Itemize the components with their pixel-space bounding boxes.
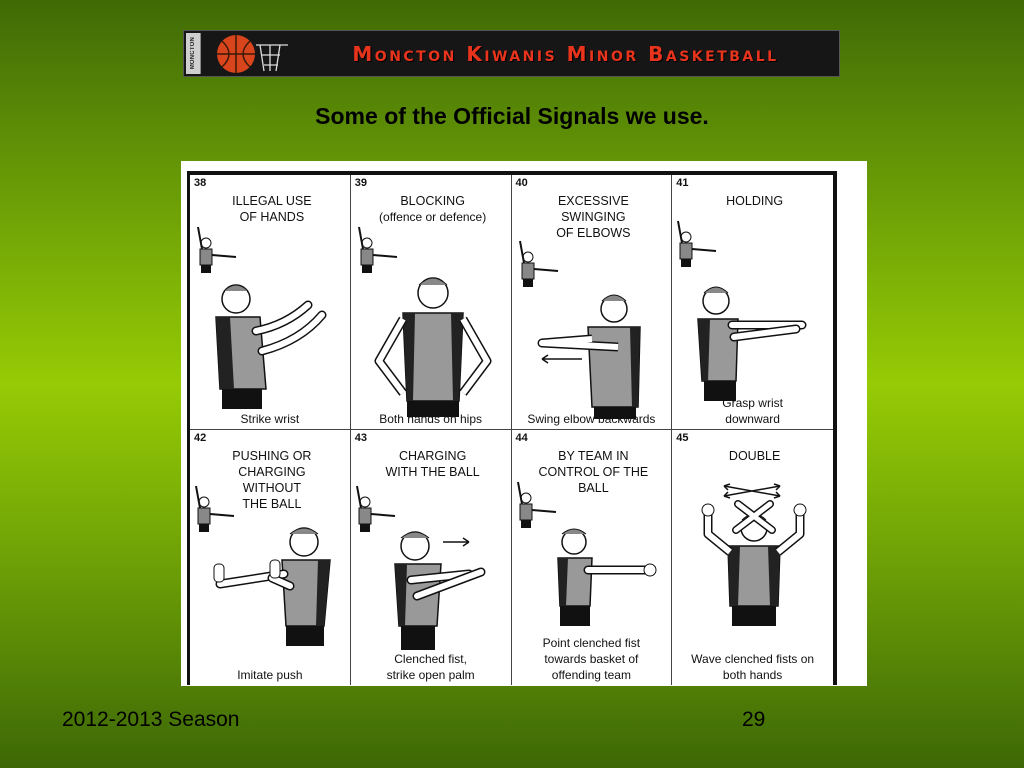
basketball-logo: MONCTON xyxy=(184,31,292,76)
signal-title: HOLDING xyxy=(726,194,784,208)
referee-grasp-wrist-illustration xyxy=(677,220,807,401)
referee-swing-elbow-illustration xyxy=(518,240,641,419)
referee-imitate-push-illustration xyxy=(195,485,331,646)
signal-title: BLOCKING(offence or defence) xyxy=(379,194,487,224)
signal-number: 38 xyxy=(194,177,207,189)
signal-title: CHARGING WITH THE BALL xyxy=(385,449,480,479)
signal-title: ILLEGAL USE OF HANDS xyxy=(232,194,312,224)
signal-number: 43 xyxy=(354,432,367,444)
signal-card: 38 ILLEGAL USE OF HANDS xyxy=(190,175,351,430)
signal-card: 41 HOLDING Grasp wri xyxy=(672,175,833,430)
header-banner: MONCTON Moncton Kiwanis Minor Basketball xyxy=(183,30,840,77)
signal-number: 42 xyxy=(194,432,207,444)
footer-season: 2012-2013 Season xyxy=(62,708,240,731)
signal-card: 43 CHARGING WITH THE BALL xyxy=(350,430,512,685)
referee-strike-wrist-illustration xyxy=(197,226,327,409)
signal-number: 41 xyxy=(676,177,689,189)
banner-title: Moncton Kiwanis Minor Basketball xyxy=(352,41,779,66)
signal-title: BY TEAM IN CONTROL OF THE BALL xyxy=(538,449,649,495)
signal-caption: Wave clenched fists on both hands xyxy=(691,652,815,682)
slide-heading: Some of the Official Signals we use. xyxy=(315,103,709,129)
signal-card: 40 EXCESSIVE SWINGING OF ELBOWS xyxy=(511,175,673,430)
referee-point-fist-illustration xyxy=(516,481,656,626)
mini-referee-icon xyxy=(677,220,717,267)
logo-vertical-label: MONCTON xyxy=(186,33,201,74)
signal-card: 42 PUSHING OR CHARGING WITHOUT THE BALL xyxy=(190,430,351,685)
signal-title: PUSHING OR CHARGING WITHOUT THE BALL xyxy=(232,449,312,511)
mini-referee-icon xyxy=(195,485,235,532)
mini-referee-icon xyxy=(518,240,558,287)
signal-number: 45 xyxy=(676,432,689,444)
mini-referee-icon xyxy=(355,485,395,532)
signal-number: 40 xyxy=(515,177,528,189)
signal-caption: Both hands on hips xyxy=(379,412,482,426)
mini-referee-icon xyxy=(197,226,237,273)
referee-wave-fists-illustration xyxy=(701,483,807,626)
signals-poster: 38 ILLEGAL USE OF HANDS xyxy=(181,161,867,686)
slide-number: 29 xyxy=(742,708,766,731)
basketball-icon xyxy=(217,35,288,73)
signal-caption: Swing elbow backwards xyxy=(527,412,656,426)
signal-number: 39 xyxy=(354,177,367,189)
signal-caption: Clenched fist, strike open palm xyxy=(386,652,475,682)
referee-strike-palm-illustration xyxy=(355,485,486,650)
signal-card: 44 BY TEAM IN CONTROL OF THE BALL xyxy=(511,430,673,685)
signal-number: 44 xyxy=(515,432,528,444)
signal-title: DOUBLE xyxy=(728,449,781,463)
signal-title: EXCESSIVE SWINGING OF ELBOWS xyxy=(556,194,631,240)
referee-hands-on-hips-illustration xyxy=(357,226,492,417)
mini-referee-icon xyxy=(357,226,397,273)
signal-card: 39 BLOCKING(offence or defence) xyxy=(350,175,512,430)
signal-card: 45 DOUBLE Wave clenched fists on both h xyxy=(672,430,833,685)
mini-referee-icon xyxy=(516,481,556,528)
signal-caption: Point clenched fist towards basket of of… xyxy=(542,636,641,682)
signal-caption: Grasp wrist downward xyxy=(722,396,783,426)
signals-grid: 38 ILLEGAL USE OF HANDS xyxy=(187,171,837,685)
signal-caption: Strike wrist xyxy=(240,412,300,426)
signal-caption: Imitate push xyxy=(237,668,303,682)
